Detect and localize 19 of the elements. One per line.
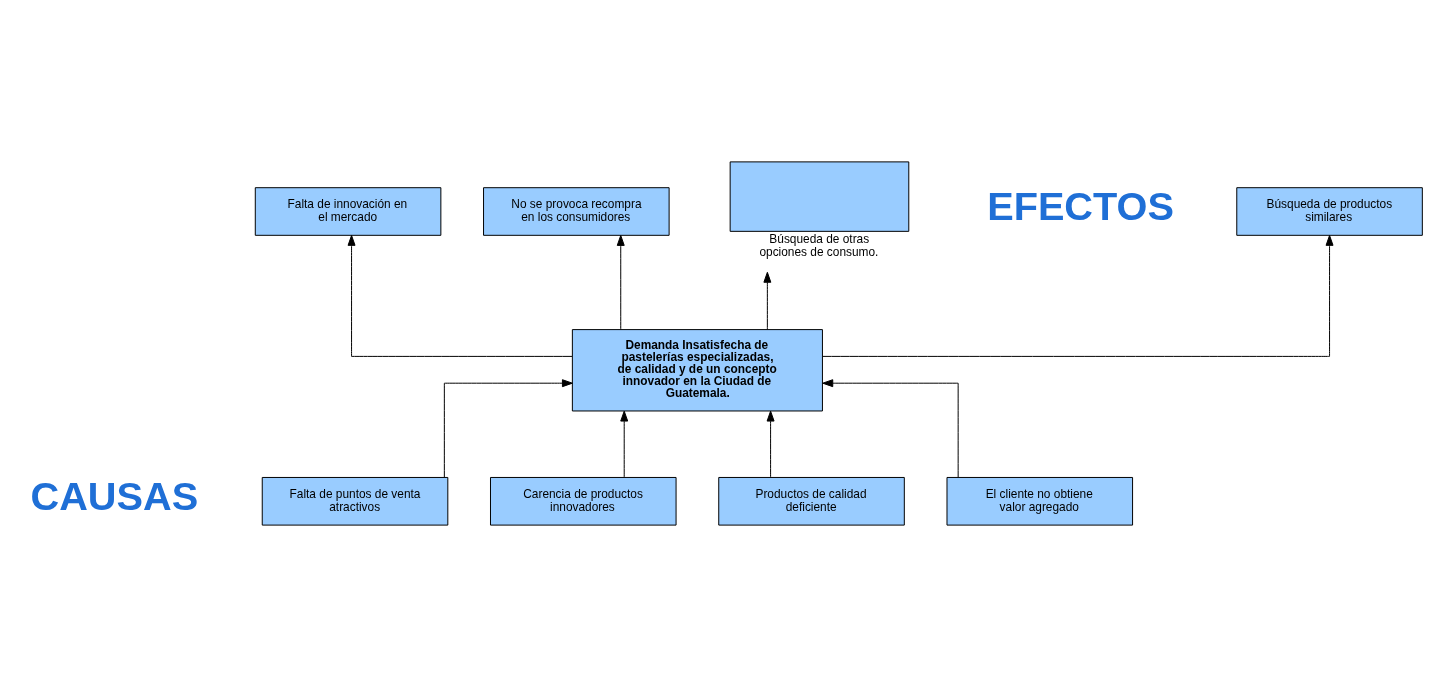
arrow bbox=[822, 234, 1334, 357]
arrow bbox=[822, 378, 959, 478]
node-box: Falta de puntos de venta atractivos bbox=[261, 476, 449, 526]
arrow bbox=[766, 410, 775, 478]
node-box: Falta de innovación en el mercado bbox=[254, 186, 442, 236]
arrow bbox=[616, 234, 625, 330]
node-box: Carencia de productos innovadores bbox=[490, 476, 677, 526]
arrow bbox=[443, 378, 573, 478]
arrow bbox=[763, 271, 772, 330]
arrow bbox=[620, 410, 629, 478]
node-box: No se provoca recompra en los consumidores bbox=[483, 186, 670, 236]
node-box: Búsqueda de productos similares bbox=[1236, 186, 1423, 236]
node-label: Búsqueda de otras opciones de consumo. bbox=[759, 231, 879, 259]
node-box: Productos de calidad deficiente bbox=[718, 476, 905, 526]
arrow bbox=[347, 234, 573, 357]
label: CAUSAS bbox=[30, 473, 199, 518]
node-box: El cliente no obtiene valor agregado bbox=[946, 476, 1134, 526]
node-box: Demanda Insatisfecha de pastelerías especializadas, de calidad y de un concepto innovador en la Ciudad de Guatemala. bbox=[571, 328, 823, 411]
label: EFECTOS bbox=[987, 183, 1174, 228]
